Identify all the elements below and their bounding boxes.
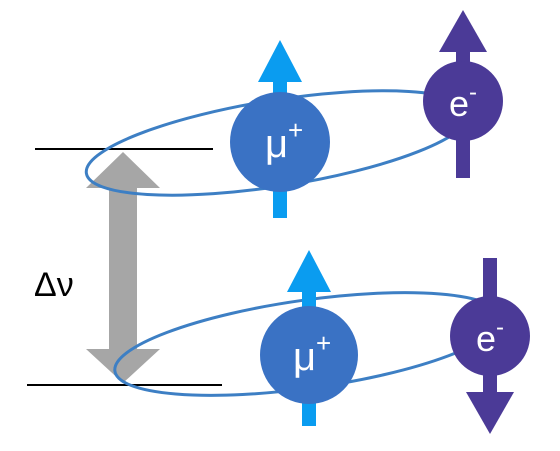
energy-gap-label: Δν [34,266,74,304]
upper-electron-symbol: e [449,83,469,124]
upper-muon-charge: + [288,115,303,145]
upper-muon-symbol: μ [265,122,288,166]
lower-muon-charge: + [316,328,331,358]
svg-text:e-: e- [476,314,504,359]
upper-muon [230,92,330,192]
lower-muon [260,306,358,404]
svg-text:μ+: μ+ [265,115,303,166]
svg-text:e-: e- [449,79,477,124]
lower-electron-symbol: e [476,318,496,359]
lower-muon-symbol: μ [293,335,316,379]
upper-electron-charge: - [469,79,477,106]
energy-gap-double-arrow [86,152,160,383]
lower-electron [450,296,530,376]
lower-hyperfine-state: μ+ e- [113,250,530,434]
upper-hyperfine-state: μ+ e- [84,10,503,218]
lower-electron-charge: - [496,314,504,341]
upper-electron [423,61,503,141]
svg-text:μ+: μ+ [293,328,331,379]
